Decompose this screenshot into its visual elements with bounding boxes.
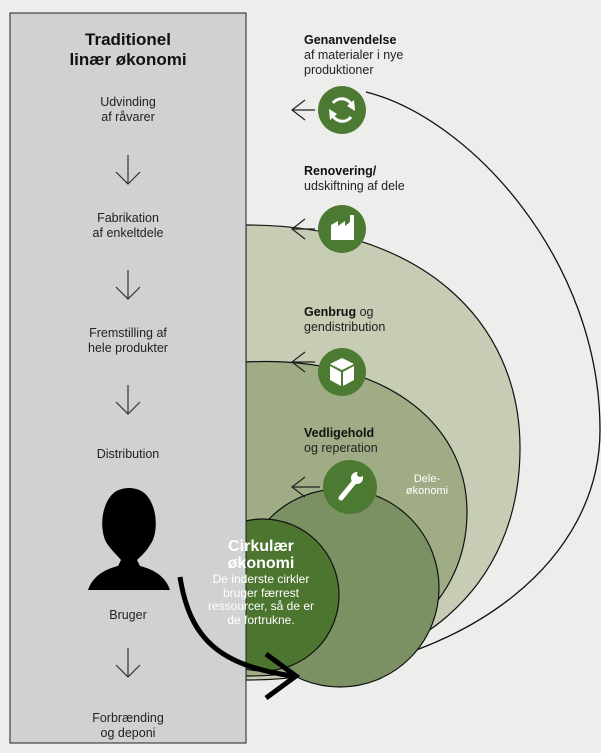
loop-desc: udskiftning af dele	[304, 179, 405, 193]
step-text: Fabrikation	[97, 211, 159, 225]
center-desc: bruger færrest	[222, 585, 300, 600]
linear-economy-title: Traditionel linær økonomi	[10, 30, 246, 70]
parts-economy-label: Dele- økonomi	[392, 473, 462, 497]
circular-economy-text: Cirkulær økonomi De inderste cirkler bru…	[196, 538, 326, 627]
loop-maintenance-label: Vedligehold og reperation	[304, 426, 378, 456]
step-text: Udvinding	[100, 95, 156, 109]
recycling-loop-arc	[299, 91, 601, 677]
return-arrows	[291, 99, 320, 498]
step-text: af råvarer	[101, 110, 155, 124]
center-desc: ressourcer, så de er	[207, 599, 315, 613]
step-user: Bruger	[10, 608, 246, 623]
step-text: og deponi	[100, 726, 156, 740]
parts-line: Dele-	[413, 473, 441, 485]
step-text: Fremstilling af	[89, 326, 167, 340]
step-text: Bruger	[109, 608, 147, 622]
loop-renovation-label: Renovering/ udskiftning af dele	[304, 164, 405, 194]
title-line: Traditionel	[85, 30, 171, 49]
step-extraction: Udvinding af råvarer	[10, 95, 246, 125]
loop-desc: af materialer i nye	[304, 48, 404, 62]
step-fabrication: Fabrikation af enkeltdele	[10, 211, 246, 241]
loop-desc: og reperation	[304, 441, 378, 455]
step-distribution: Distribution	[10, 447, 246, 462]
loop-recycling-label: Genanvendelse af materialer i nye produk…	[304, 33, 403, 78]
factory-icon	[318, 205, 366, 253]
title-line: linær økonomi	[69, 50, 187, 69]
step-text: Distribution	[96, 447, 160, 461]
step-text: af enkeltdele	[92, 226, 164, 240]
box-icon	[318, 348, 366, 396]
user-to-circular-arrow	[177, 576, 301, 701]
center-desc: de fortrukne.	[227, 612, 295, 627]
loop-title: Vedligehold	[304, 426, 375, 440]
center-title: økonomi	[227, 555, 295, 572]
step-incineration: Forbrænding og deponi	[10, 711, 246, 741]
loop-title: Renovering/	[304, 164, 377, 178]
linear-flow-arrows	[115, 155, 141, 678]
step-text: hele produkter	[88, 341, 168, 355]
loop-title: Genbrug	[304, 305, 357, 319]
parts-line: økonomi	[405, 485, 449, 497]
user-silhouette-icon	[88, 488, 170, 590]
center-desc: De inderste cirkler	[212, 572, 310, 586]
step-production: Fremstilling af hele produkter	[10, 326, 246, 356]
loop-title: Genanvendelse	[304, 33, 397, 47]
loop-title-rest: og	[356, 305, 374, 319]
loop-desc: produktioner	[304, 63, 374, 77]
recycle-icon	[318, 86, 366, 134]
loop-desc: gendistribution	[304, 320, 386, 334]
linear-column-overlay	[10, 13, 246, 743]
loop-reuse-label: Genbrug og gendistribution	[304, 305, 385, 335]
wrench-icon	[323, 460, 377, 514]
center-title: Cirkulær	[228, 538, 294, 555]
step-text: Forbrænding	[92, 711, 164, 725]
